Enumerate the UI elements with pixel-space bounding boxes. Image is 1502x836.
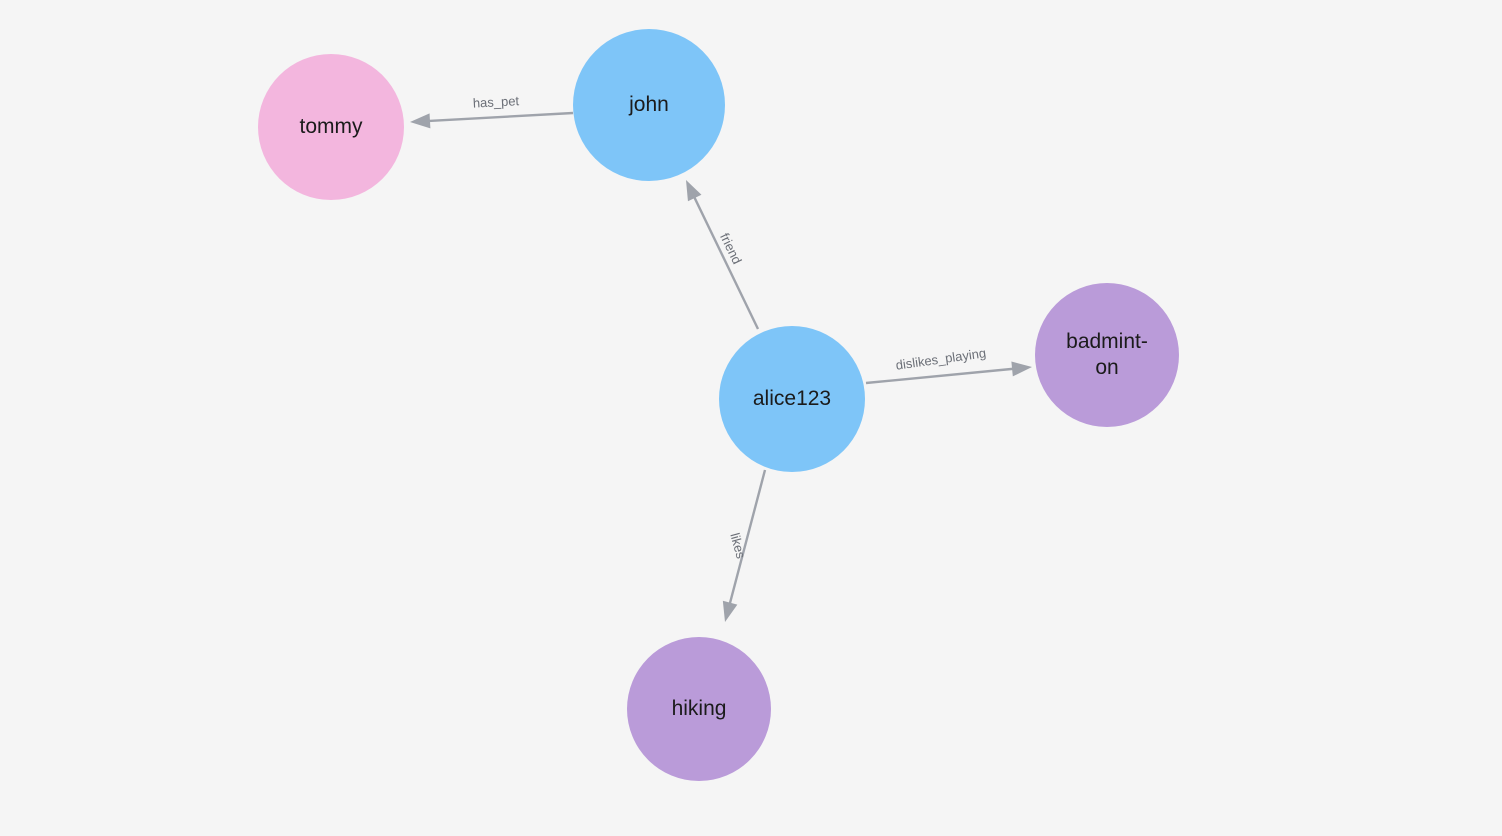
node-label-line: john bbox=[628, 93, 669, 116]
node-label-line: alice123 bbox=[753, 387, 831, 410]
edge-line-friend[interactable] bbox=[692, 194, 760, 330]
edge-label-friend: friend bbox=[717, 231, 745, 267]
node-label-alice123: alice123 bbox=[753, 387, 831, 410]
node-label-john: john bbox=[628, 93, 669, 116]
graph-node-badminton[interactable]: badmint-on bbox=[1035, 283, 1179, 427]
edge-arrowhead-likes bbox=[722, 600, 738, 622]
node-circle-tommy[interactable] bbox=[258, 54, 404, 200]
node-label-line: hiking bbox=[672, 697, 727, 720]
edge-line-likes[interactable] bbox=[728, 469, 767, 606]
node-circle-badminton[interactable] bbox=[1035, 283, 1179, 427]
edge-arrowhead-has_pet bbox=[410, 113, 431, 129]
graph-node-alice123[interactable]: alice123 bbox=[719, 326, 865, 472]
edge-label-has_pet: has_pet bbox=[472, 93, 519, 110]
graph-node-tommy[interactable]: tommy bbox=[258, 54, 404, 200]
edge-arrowhead-friend bbox=[686, 180, 702, 202]
edge-label-dislikes_playing: dislikes_playing bbox=[895, 345, 987, 373]
node-label-hiking: hiking bbox=[672, 697, 727, 720]
node-label-line: tommy bbox=[300, 115, 364, 138]
node-label-badminton: badmint-on bbox=[1066, 330, 1148, 379]
node-circle-alice123[interactable] bbox=[719, 326, 865, 472]
node-label-tommy: tommy bbox=[300, 115, 364, 138]
edge-label-likes: likes bbox=[727, 531, 748, 560]
nodes-layer: tommy john alice123 badmint-on hiking bbox=[258, 29, 1179, 781]
graph-node-john[interactable]: john bbox=[573, 29, 725, 181]
edge-arrowhead-dislikes_playing bbox=[1011, 361, 1032, 377]
node-circle-hiking[interactable] bbox=[627, 637, 771, 781]
node-circle-john[interactable] bbox=[573, 29, 725, 181]
edges-layer bbox=[410, 111, 1032, 622]
node-label-line: on bbox=[1095, 356, 1118, 379]
edge-line-has_pet[interactable] bbox=[426, 111, 574, 123]
node-label-line: badmint- bbox=[1066, 330, 1148, 353]
graph-node-hiking[interactable]: hiking bbox=[627, 637, 771, 781]
edge-line-dislikes_playing[interactable] bbox=[865, 367, 1016, 385]
